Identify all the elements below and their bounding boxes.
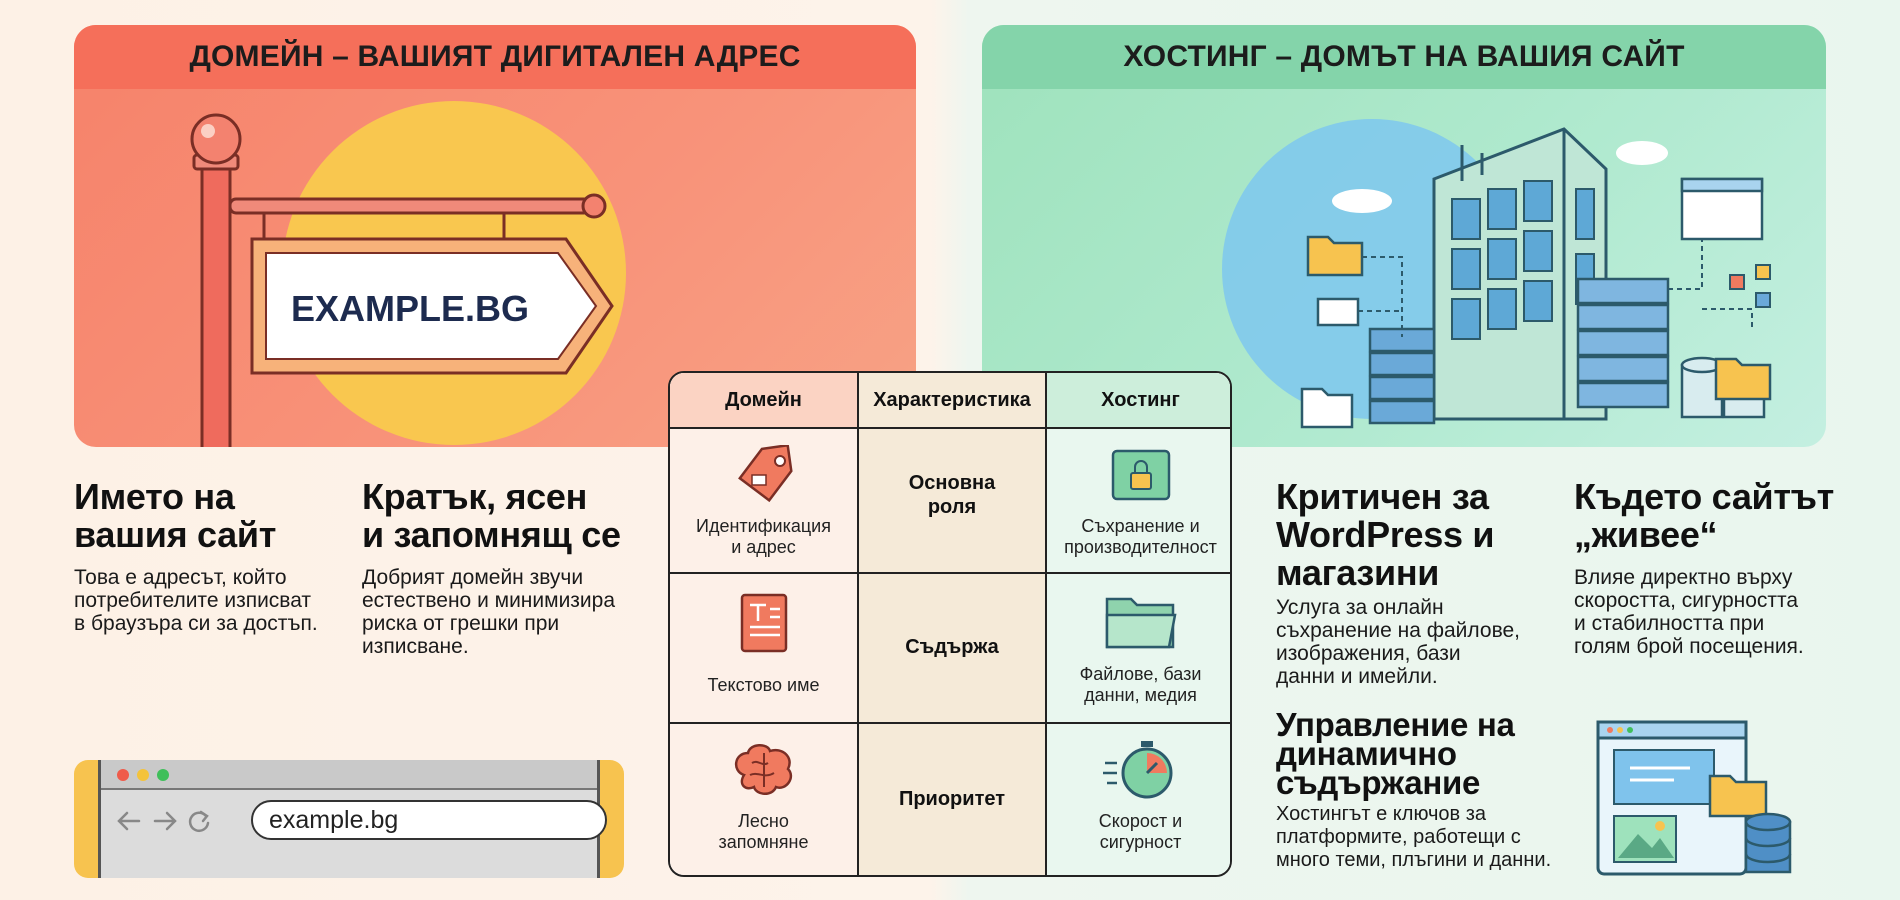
browser-mockup: example.bg [74,760,624,878]
text-document-icon [740,593,788,653]
folder-icon-left [1306,235,1364,277]
hosting-panel-title: ХОСТИНГ – ДОМЪТ НА ВАШИЯ САЙТ [982,25,1826,89]
brain-icon [735,744,793,795]
maximize-dot-icon[interactable] [157,769,169,781]
database-icon [1744,812,1792,874]
signpost-illustration: EXAMPLE.BG [190,101,626,447]
back-arrow-icon [117,811,141,831]
data-center-illustration [1222,119,1772,429]
locked-server-icon [1111,449,1171,501]
folder-icon [1105,597,1177,649]
folder-icon-app [1708,774,1768,818]
sign-arm [228,197,592,215]
hosting-block-heading: Където сайтът„живее“ [1574,476,1834,555]
close-dot-icon[interactable] [117,769,129,781]
stopwatch-icon [1103,741,1173,799]
browser-nav-icons [117,810,210,832]
pole-ball [190,113,242,165]
domain-panel: ДОМЕЙН – ВАШИЯТ ДИГИТАЛЕН АДРЕС EXAMPLE.… [74,25,916,447]
feature-column-header: Характеристика [859,373,1045,429]
folder-icon-right [1714,357,1772,401]
envelope-icon [1316,297,1360,327]
forward-arrow-icon [153,811,177,831]
hosting-block-lives: Където сайтът„живее“ Влияе директно върх… [1574,476,1854,659]
browser-chrome: example.bg [98,760,607,878]
address-bar[interactable]: example.bg [251,800,607,840]
browser-titlebar [101,760,597,790]
sign-pole [200,159,232,447]
row-divider [670,572,1230,574]
hosting-column-header: Хостинг [1047,373,1230,429]
row-divider [670,722,1230,724]
domain-column-header: Домейн [670,373,857,429]
sign-text: EXAMPLE.BG [291,288,529,329]
minimize-dot-icon[interactable] [137,769,149,781]
tag-icon [738,445,793,503]
web-app-illustration [1596,720,1792,876]
domain-panel-title: ДОМЕЙН – ВАШИЯТ ДИГИТАЛЕН АДРЕС [74,25,916,89]
